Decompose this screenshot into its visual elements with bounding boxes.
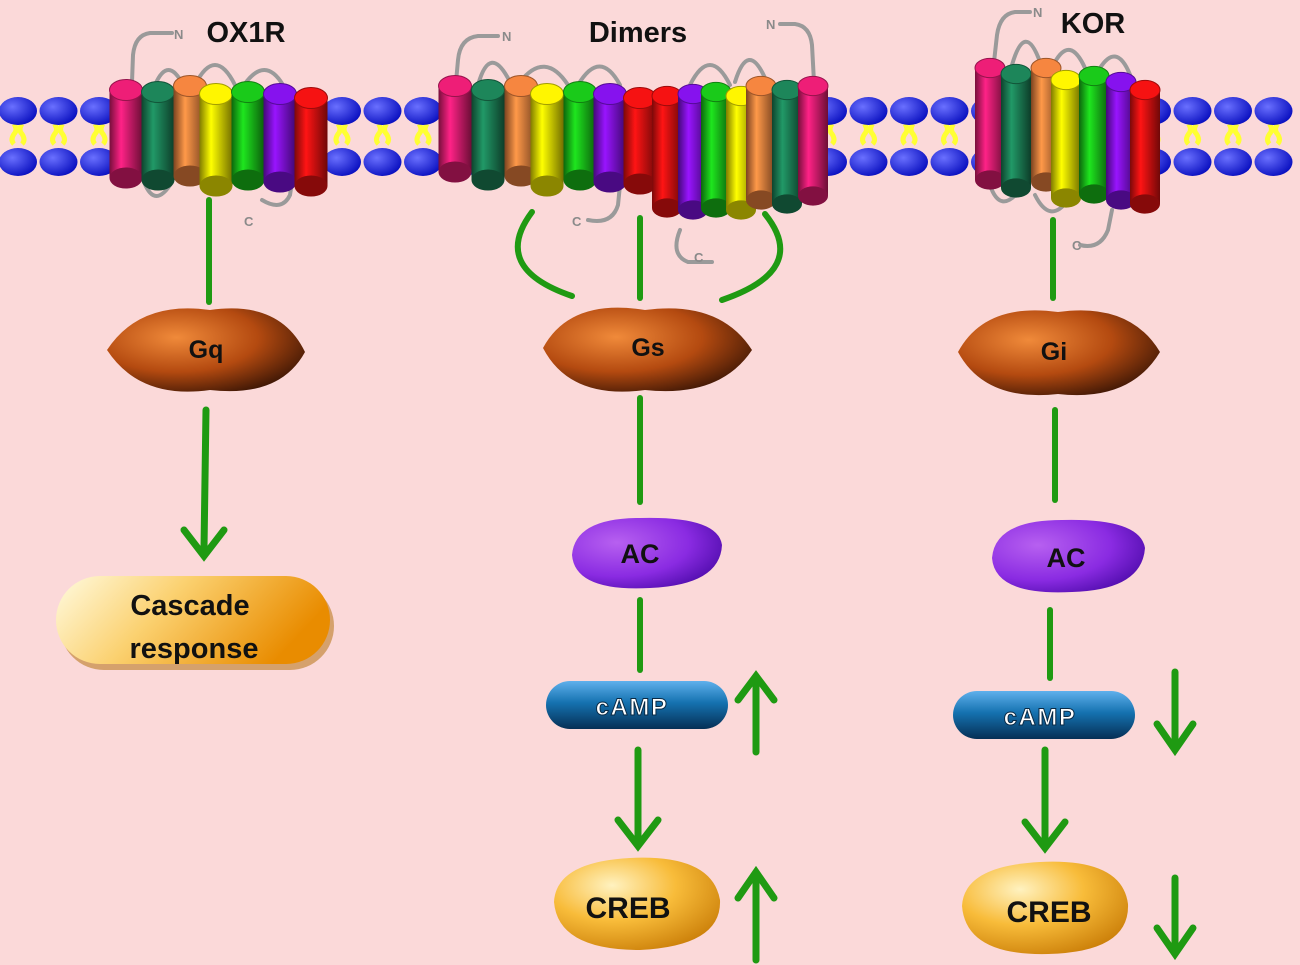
receptor-loops	[130, 10, 1134, 264]
c-terminus-label-dimer-left: C	[572, 214, 582, 229]
g-protein-label-gi: Gi	[1041, 338, 1067, 366]
helix-dimer-a-6	[593, 82, 627, 193]
n-terminus-label-kor: N	[1033, 5, 1042, 20]
lipid-pair	[323, 97, 361, 176]
helix-ox1r-5	[231, 80, 265, 191]
receptor-label-dimers: Dimers	[589, 17, 687, 49]
helix-kor-7	[1129, 79, 1161, 214]
g-protein-gi: Gi	[958, 310, 1160, 396]
g-protein-label-gs: Gs	[631, 334, 664, 362]
helix-dimer-a-4	[530, 82, 564, 197]
camp-label-middle: cAMP	[596, 694, 669, 721]
creb-label-right: CREB	[1006, 896, 1091, 929]
helix-dimer-b-5	[745, 75, 777, 210]
c-terminus-label-dimer-right: C	[694, 250, 704, 265]
camp-pill-right: cAMP	[953, 691, 1135, 739]
helix-dimer-b-1	[651, 85, 683, 218]
lipid-pair	[849, 97, 888, 176]
helix-dimer-a-5	[563, 80, 597, 191]
camp-label-right: cAMP	[1004, 704, 1077, 731]
lipid-pair	[363, 97, 402, 176]
helix-ox1r-6	[263, 82, 297, 193]
arrow-gq-to-cascade	[180, 406, 228, 562]
ac-label-right: AC	[1047, 543, 1086, 573]
lipid-pair	[930, 97, 969, 176]
regulation-arrows	[734, 668, 1197, 964]
camp-pill-middle: cAMP	[546, 681, 728, 729]
g-protein-gq: Gq	[107, 308, 305, 392]
terminus-labels: N C N C N C N C	[174, 5, 1082, 265]
helix-dimer-b-6	[771, 79, 803, 214]
helix-ox1r-2	[141, 80, 175, 191]
helix-ox1r-7	[294, 86, 328, 197]
c-terminus-label-kor: C	[1072, 238, 1082, 253]
helix-kor-5	[1078, 65, 1110, 204]
pathway-connectors	[206, 197, 1058, 681]
receptor-label-ox1r: OX1R	[207, 17, 286, 49]
n-terminus-label-dimer-left: N	[502, 29, 511, 44]
lipid-pair	[0, 97, 37, 176]
arrow-camp-to-creb-middle	[614, 746, 662, 852]
lipid-pair	[1254, 97, 1293, 176]
c-terminus-label-ox1r: C	[244, 214, 254, 229]
g-protein-gs: Gs	[543, 307, 752, 392]
creb-middle: CREB	[554, 857, 721, 950]
cascade-label-line2: response	[130, 633, 259, 665]
n-terminus-label-dimer-right: N	[766, 17, 775, 32]
lipid-pair	[404, 97, 442, 176]
camp-down-arrow-right	[1153, 668, 1197, 757]
lipid-pair	[1214, 97, 1252, 176]
receptor-label-kor: KOR	[1061, 8, 1126, 40]
helix-kor-1	[974, 57, 1006, 190]
lipid-pair	[80, 97, 118, 176]
lipid-pair	[1173, 97, 1212, 176]
helix-kor-2	[1000, 63, 1032, 198]
helix-dimer-a-7	[623, 86, 657, 195]
creb-down-arrow-right	[1153, 874, 1197, 961]
g-protein-label-gq: Gq	[189, 336, 224, 364]
cascade-label-line1: Cascade	[130, 590, 249, 622]
n-terminus-label-ox1r: N	[174, 27, 183, 42]
ac-label-middle: AC	[621, 539, 660, 569]
lipid-pair	[39, 97, 78, 176]
receptor-helices	[109, 57, 1161, 220]
adenylyl-cyclase-right: AC	[992, 519, 1145, 593]
adenylyl-cyclase-middle: AC	[572, 517, 722, 589]
helix-dimer-a-2	[471, 78, 505, 191]
creb-right: CREB	[962, 861, 1129, 955]
pathway-arrows	[180, 406, 1069, 854]
helix-ox1r-1	[109, 78, 143, 189]
helix-ox1r-4	[199, 82, 233, 197]
arrow-camp-to-creb-right	[1021, 746, 1069, 854]
camp-up-arrow-middle	[734, 670, 778, 756]
cascade-response: Cascade response	[56, 576, 334, 670]
helix-kor-4	[1050, 69, 1082, 208]
helix-dimer-a-1	[438, 74, 472, 183]
creb-label-middle: CREB	[585, 892, 670, 925]
creb-up-arrow-middle	[734, 865, 778, 964]
helix-dimer-b-7	[797, 75, 829, 206]
lipid-pair	[890, 97, 928, 176]
